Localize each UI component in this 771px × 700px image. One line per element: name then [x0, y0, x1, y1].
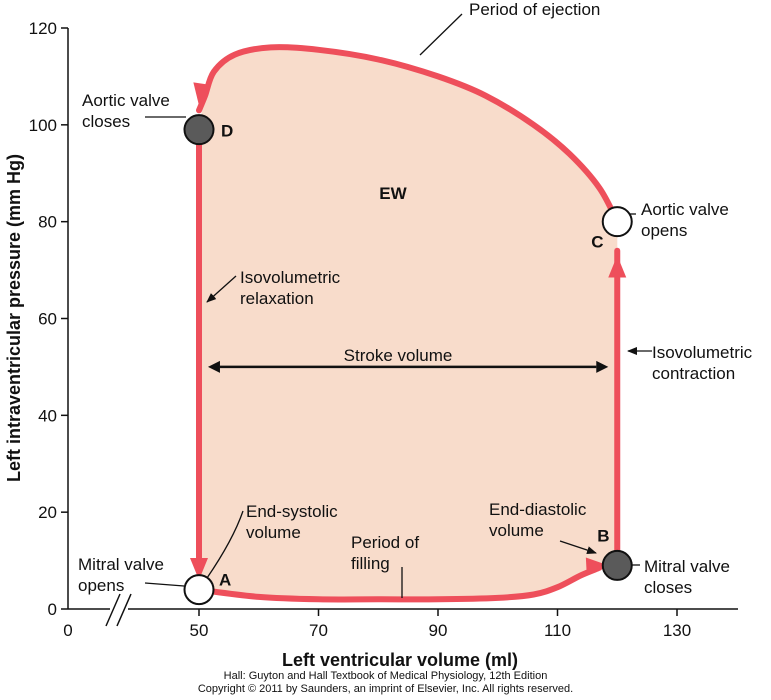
ejection-curve — [196, 44, 621, 225]
y-tick-label: 0 — [48, 600, 57, 619]
annotation-line: Aortic valve — [641, 200, 729, 219]
arrowhead-filling-end — [585, 557, 609, 576]
annotation-mitral-closes: Mitral valve closes — [644, 557, 730, 597]
annotation-line: Mitral valve — [78, 555, 164, 574]
arrowhead-contraction-end — [608, 255, 627, 278]
annotation-line: Mitral valve — [644, 557, 730, 576]
annotation-ejection: Period of ejection — [469, 0, 600, 19]
filling-curve — [196, 564, 603, 603]
annotation-line: End-systolic — [246, 502, 338, 521]
annotation-line: volume — [246, 523, 301, 542]
y-tick-label: 20 — [38, 503, 57, 522]
arrowhead-relaxation-end — [190, 557, 208, 580]
point-D — [183, 114, 215, 146]
annotation-line: opens — [641, 221, 687, 240]
point-label-C: C — [591, 233, 603, 252]
x-tick-label: 110 — [544, 621, 571, 640]
annotation-line: closes — [644, 578, 692, 597]
x-tick-label: 70 — [309, 621, 328, 640]
y-tick-label: 40 — [38, 406, 57, 425]
annotation-stroke: Stroke volume — [344, 346, 453, 365]
pointer-mitral-valve-opens — [144, 582, 185, 587]
annotation-line: opens — [78, 576, 124, 595]
annotation-line: Period of — [351, 533, 419, 552]
annotation-line: contraction — [652, 364, 735, 383]
credit-line-1: Hall: Guyton and Hall Textbook of Medica… — [223, 670, 548, 682]
annotation-ew: EW — [379, 184, 407, 203]
x-tick-label: 130 — [663, 621, 691, 640]
x-tick-label: 0 — [63, 621, 72, 640]
x-tick-label: 50 — [190, 621, 209, 640]
y-tick-label: 80 — [38, 213, 57, 232]
point-A — [183, 574, 215, 606]
point-B — [601, 549, 633, 581]
point-label-A: A — [219, 571, 231, 590]
annotation-aortic-closes: Aortic valve closes — [82, 91, 170, 131]
annotation-filling: Period of filling — [351, 533, 419, 573]
annotation-aortic-opens: Aortic valve opens — [641, 200, 729, 240]
stroke-volume-arrowhead-left — [207, 360, 220, 373]
annotation-line: filling — [351, 554, 390, 573]
y-tick-label: 120 — [29, 19, 57, 38]
annotation-line: Stroke volume — [344, 346, 453, 365]
annotation-line: relaxation — [240, 289, 314, 308]
annotation-end-diastolic: End-diastolic volume — [489, 500, 587, 540]
annotation-iso-contr: Isovolumetric contraction — [652, 343, 753, 383]
pointer-end-diastolic — [559, 540, 597, 554]
stroke-volume-arrowhead-right — [596, 360, 609, 373]
pointer-isovolumetric-relaxation — [206, 275, 237, 303]
y-tick-label: 60 — [38, 310, 57, 329]
point-label-B: B — [597, 526, 609, 545]
annotation-line: EW — [379, 184, 407, 203]
annotation-line: Isovolumetric — [652, 343, 753, 362]
annotation-line: closes — [82, 112, 130, 131]
axis-break-mark — [116, 593, 132, 627]
x-tick-label: 90 — [429, 621, 448, 640]
annotation-line: Isovolumetric — [240, 268, 341, 287]
annotation-line: End-diastolic — [489, 500, 587, 519]
axis-break-mark — [105, 593, 121, 627]
credit-line-2: Copyright © 2011 by Saunders, an imprint… — [197, 683, 574, 695]
annotation-mitral-opens: Mitral valve opens — [78, 555, 164, 595]
pointer-end-systolic — [206, 510, 244, 579]
annotation-iso-relax: Isovolumetric relaxation — [240, 268, 341, 308]
point-label-D: D — [221, 122, 233, 141]
loop-area — [199, 47, 618, 600]
pointer-period-of-ejection — [419, 13, 463, 56]
x-axis-title: Left ventricular volume (ml) — [282, 650, 518, 670]
annotation-line: Period of ejection — [469, 0, 600, 19]
annotation-line: Aortic valve — [82, 91, 170, 110]
y-tick-label: 100 — [29, 116, 57, 135]
y-axis-title: Left intraventricular pressure (mm Hg) — [4, 154, 24, 482]
point-C — [601, 206, 633, 238]
arrowhead-ejection-end — [193, 82, 212, 106]
annotation-end-systolic: End-systolic volume — [246, 502, 338, 542]
annotation-line: volume — [489, 521, 544, 540]
